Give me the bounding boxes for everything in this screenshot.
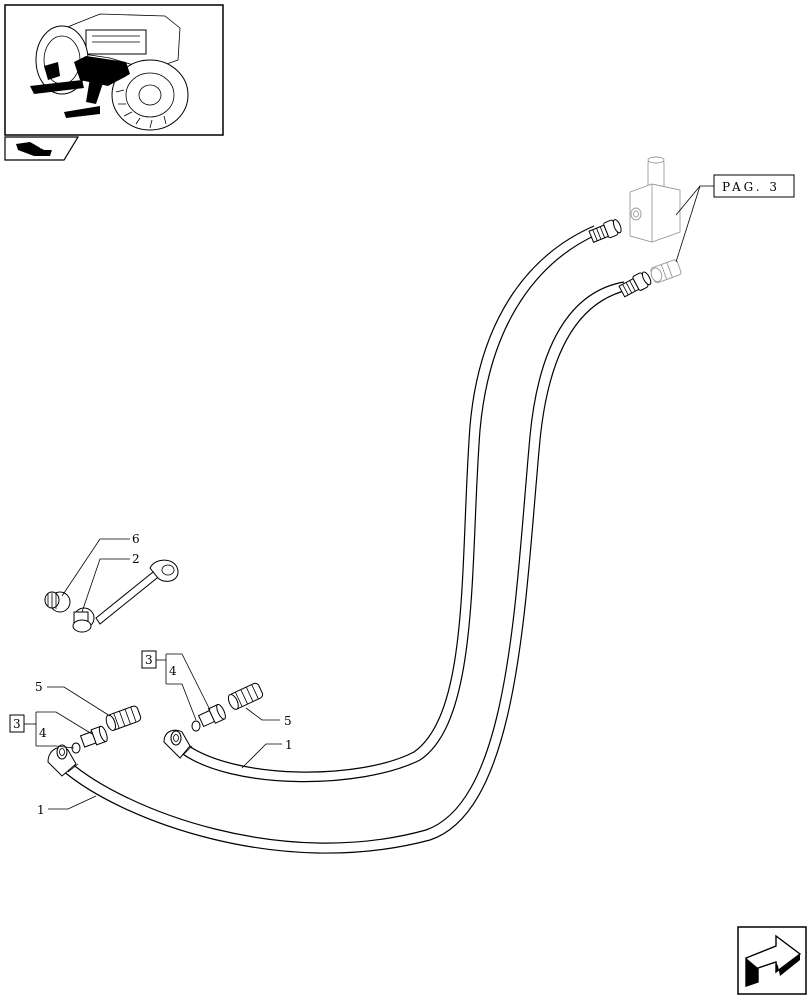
page-reference[interactable]: PAG. 3 [675,174,795,263]
hose-lower [47,271,652,854]
ref-box-upper [141,650,157,669]
valve-block [629,156,682,284]
callout-2: 2 [132,552,140,566]
tractor-thumbnail-icon[interactable] [4,4,224,136]
callout-6: 6 [132,532,140,546]
callout-4-upper: 4 [169,664,177,678]
ref-box-lower [9,714,25,733]
coupling-set-left [71,705,142,754]
page-reference-label: PAG. 3 [722,180,780,194]
callout-1-right: 1 [285,738,293,752]
ref-box-lower-label: 3 [13,717,21,731]
dust-cap-with-strap [44,559,179,633]
callout-1-left: 1 [37,803,45,817]
callout-5-right: 5 [284,714,292,728]
hose-upper [163,219,622,783]
callout-4-lower: 4 [39,726,47,740]
callout-5-left: 5 [35,680,43,694]
section-book-icon[interactable] [4,136,80,161]
ref-box-upper-label: 3 [145,653,153,667]
next-page-arrow-icon[interactable] [737,926,807,995]
coupling-set-right [191,682,264,732]
